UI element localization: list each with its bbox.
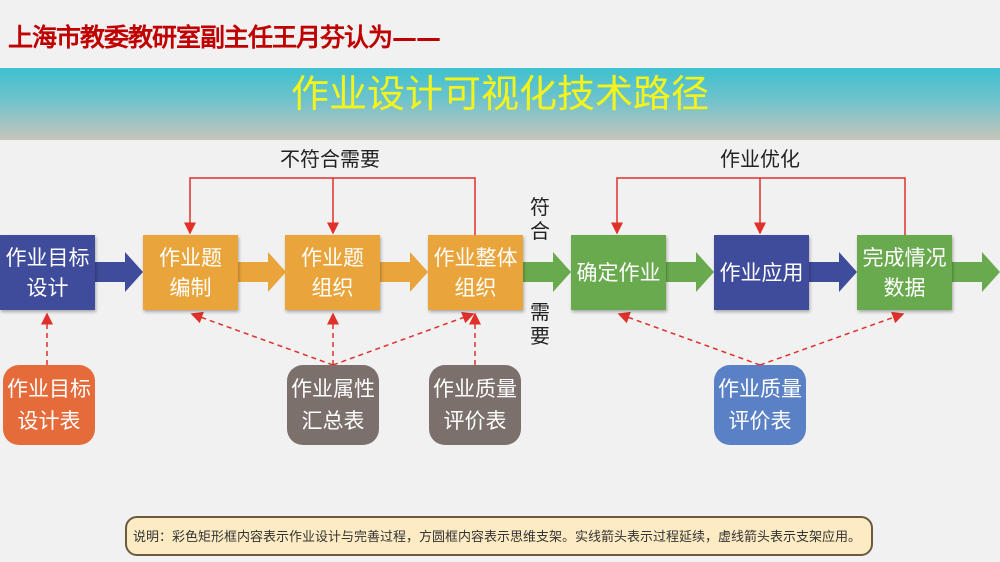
box-line: 完成情况	[862, 245, 947, 270]
support-arrow	[759, 311, 905, 366]
box-line: 作业整体	[433, 245, 518, 270]
legend-note: 说明：彩色矩形框内容表示作业设计与完善过程，方圆框内容表示思维支架。实线箭头表示…	[125, 516, 873, 556]
support-arrow	[617, 311, 761, 366]
flow-arrow	[809, 252, 857, 292]
flow-arrow	[95, 252, 143, 292]
support-attribute-summary: 作业属性汇总表	[287, 365, 379, 445]
box-line: 编制	[169, 275, 212, 300]
support-goal-design-table: 作业目标设计表	[3, 365, 95, 445]
process-box-overall-organize: 作业整体组织	[428, 235, 523, 310]
box-line: 作业属性	[291, 377, 375, 401]
box-line: 作业题	[301, 245, 364, 270]
box-line: 评价表	[728, 409, 792, 433]
not-fit-label: 不符合需要	[280, 147, 380, 171]
diagram-title: 作业设计可视化技术路径	[290, 72, 709, 116]
process-box-goal-design: 作业目标设计	[0, 235, 95, 310]
box-line: 作业质量	[718, 377, 802, 401]
box-line: 组织	[311, 275, 354, 300]
support-quality-eval-2: 作业质量评价表	[714, 365, 806, 445]
slide-heading: 上海市教委教研室副主任王月芬认为——	[8, 23, 441, 52]
flow-arrow	[380, 252, 428, 292]
box-line: 作业题	[159, 245, 222, 270]
box-line: 作业目标	[5, 245, 90, 270]
process-box-organize: 作业题组织	[285, 235, 380, 310]
process-box-compile: 作业题编制	[143, 235, 238, 310]
flow-arrows	[95, 252, 1000, 292]
flow-arrow	[952, 252, 1000, 292]
box-line: 作业应用	[719, 260, 804, 285]
flow-arrow	[238, 252, 286, 292]
box-line: 评价表	[443, 409, 507, 433]
flow-arrow	[666, 252, 714, 292]
support-quality-eval-1: 作业质量评价表	[429, 365, 521, 445]
process-box-apply: 作业应用	[714, 235, 809, 310]
support-arrow	[332, 311, 475, 366]
box-line: 设计表	[17, 409, 81, 433]
optimize-label: 作业优化	[720, 147, 800, 171]
flow-arrow	[523, 252, 571, 292]
fit-label-bottom: 需要	[530, 300, 550, 348]
support-arrows	[41, 311, 905, 366]
box-line: 数据	[883, 275, 926, 300]
feedback-lines	[184, 177, 906, 235]
support-arrow	[190, 311, 334, 366]
title-banner	[0, 68, 1000, 140]
box-line: 确定作业	[576, 260, 661, 285]
process-box-confirm: 确定作业	[571, 235, 666, 310]
fit-label-top: 符合	[530, 195, 550, 243]
process-box-completion-data: 完成情况数据	[857, 235, 952, 310]
box-line: 设计	[26, 275, 69, 300]
box-line: 作业质量	[433, 377, 517, 401]
feedback-arrow	[611, 177, 906, 235]
box-line: 作业目标	[7, 377, 91, 401]
box-line: 汇总表	[301, 409, 365, 433]
box-line: 组织	[454, 275, 497, 300]
